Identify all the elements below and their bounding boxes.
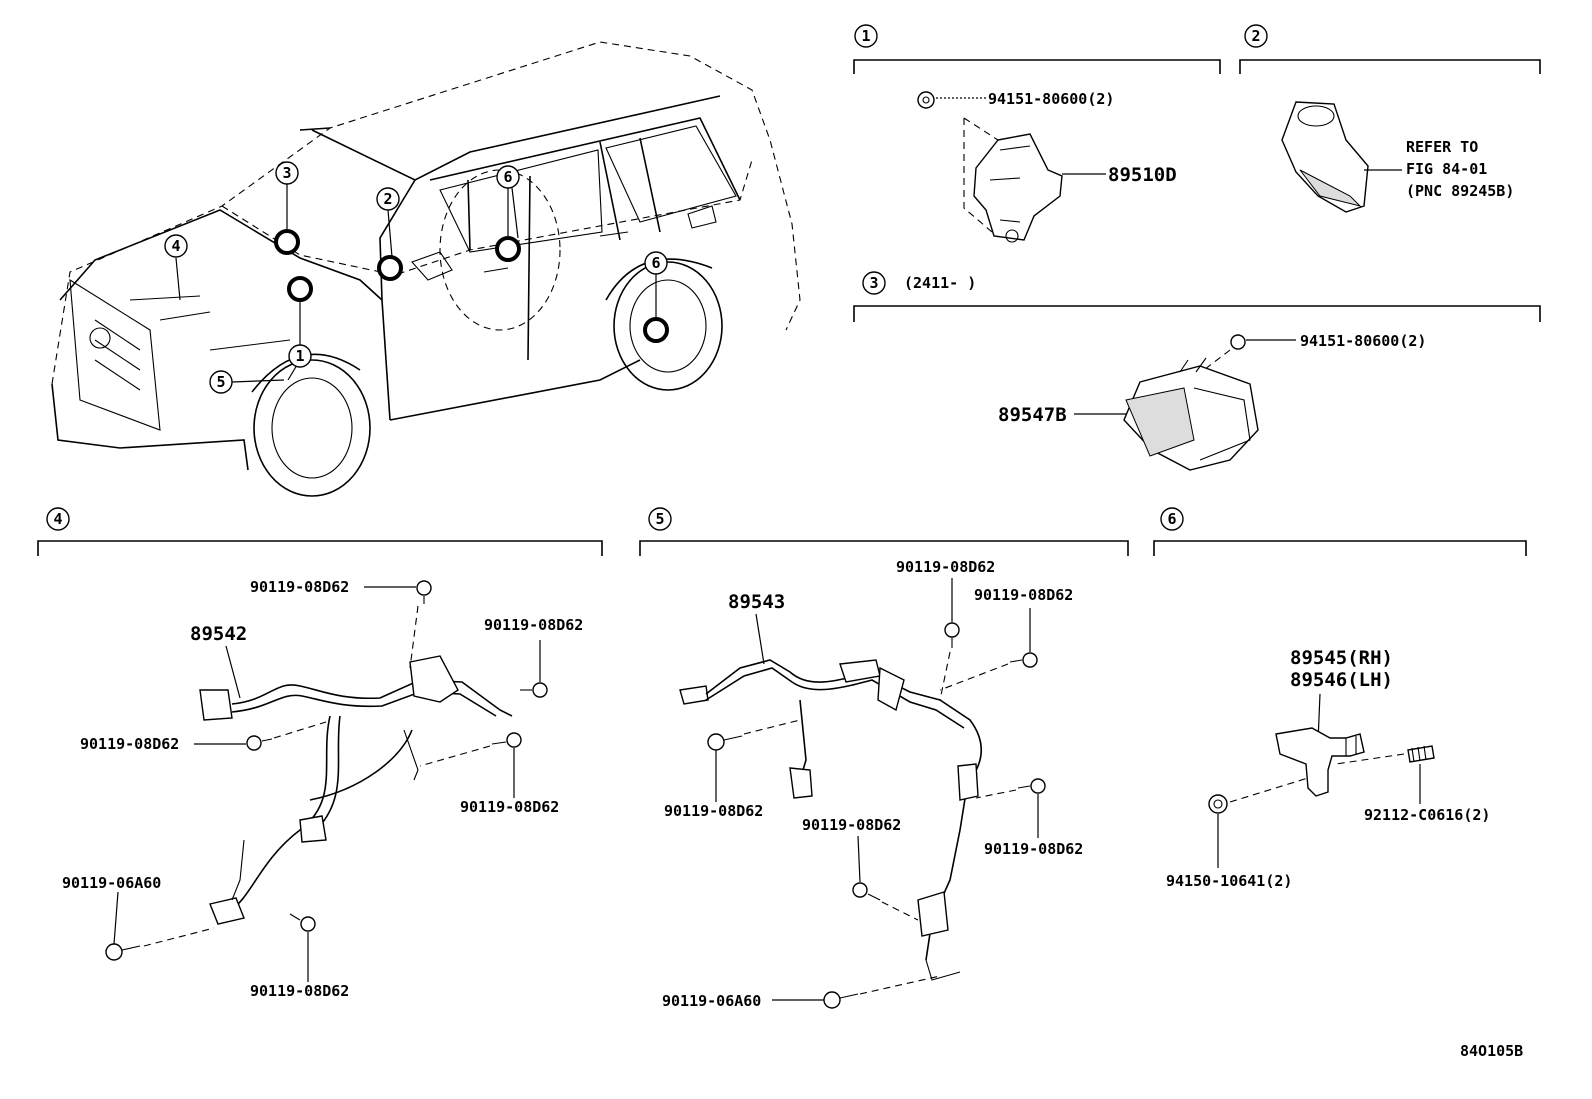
vehicle-callouts: 1 2 3 4 5 6 6 (164, 161, 668, 394)
callout-1: 1 (295, 347, 304, 365)
part-89545-rh: 89545(RH) (1290, 647, 1393, 669)
callout-6-rear: 6 (651, 254, 660, 272)
section-6: 6 89545(RH) 89546(LH) 92112-C0616(2) 941… (1153, 507, 1527, 890)
part-90119-08d62-bottom-s4: 90119-08D62 (250, 982, 349, 1000)
vehicle-illustration (51, 41, 801, 497)
part-90119-08d62-right-s5: 90119-08D62 (984, 840, 1083, 858)
part-90119-08d62-left-s5: 90119-08D62 (664, 802, 763, 820)
section-4-number: 4 (53, 510, 62, 528)
section-1: 1 94151-80600(2) 89510D (853, 24, 1221, 243)
part-94151-80600-s1: 94151-80600(2) (988, 90, 1114, 108)
part-89510d: 89510D (1108, 164, 1177, 186)
part-89547b: 89547B (998, 404, 1067, 426)
refer-line-1: REFER TO (1406, 138, 1478, 156)
part-90119-08d62-mid-s5: 90119-08D62 (802, 816, 901, 834)
part-90119-06a60-s4: 90119-06A60 (62, 874, 161, 892)
section-3: 3 (2411- ) 94151-80600(2) 89547B (853, 271, 1541, 471)
part-90119-08d62-left: 90119-08D62 (80, 735, 179, 753)
section-3-number: 3 (869, 274, 878, 292)
part-90119-08d62-right-mid: 90119-08D62 (460, 798, 559, 816)
callout-3: 3 (282, 164, 291, 182)
callout-2: 2 (383, 190, 392, 208)
section-3-date: (2411- ) (904, 274, 976, 292)
figure-code: 84O105B (1460, 1042, 1523, 1060)
marker-6-rear (643, 317, 669, 343)
part-89542: 89542 (190, 623, 247, 645)
marker-2 (377, 255, 403, 281)
part-90119-08d62-top: 90119-08D62 (250, 578, 349, 596)
part-94150-10641: 94150-10641(2) (1166, 872, 1292, 890)
callout-6-front: 6 (503, 168, 512, 186)
marker-6-front (495, 236, 521, 262)
marker-3 (274, 229, 300, 255)
section-5: 5 89543 90119-08D62 90119-08D62 90119-08… (639, 507, 1129, 1010)
callout-5: 5 (216, 373, 225, 391)
section-4: 4 89542 90119-08D62 90119-08D62 90119-08… (37, 507, 603, 1000)
part-89546-lh: 89546(LH) (1290, 669, 1393, 691)
section-1-number: 1 (861, 27, 870, 45)
callout-4: 4 (171, 237, 180, 255)
section-2-number: 2 (1251, 27, 1260, 45)
section-2: 2 REFER TO FIG 84-01 (PNC 89245B) (1239, 24, 1541, 213)
part-90119-08d62-right-top: 90119-08D62 (484, 616, 583, 634)
location-markers (274, 229, 669, 343)
part-89543: 89543 (728, 591, 785, 613)
part-90119-06a60-s5: 90119-06A60 (662, 992, 761, 1010)
refer-line-3: (PNC 89245B) (1406, 182, 1514, 200)
part-90119-08d62-top-right-s5: 90119-08D62 (974, 586, 1073, 604)
part-92112-c0616: 92112-C0616(2) (1364, 806, 1490, 824)
part-94151-80600-s3: 94151-80600(2) (1300, 332, 1426, 350)
section-6-number: 6 (1167, 510, 1176, 528)
refer-line-2: FIG 84-01 (1406, 160, 1487, 178)
marker-1 (287, 276, 313, 302)
part-90119-08d62-top-s5: 90119-08D62 (896, 558, 995, 576)
section-5-number: 5 (655, 510, 664, 528)
